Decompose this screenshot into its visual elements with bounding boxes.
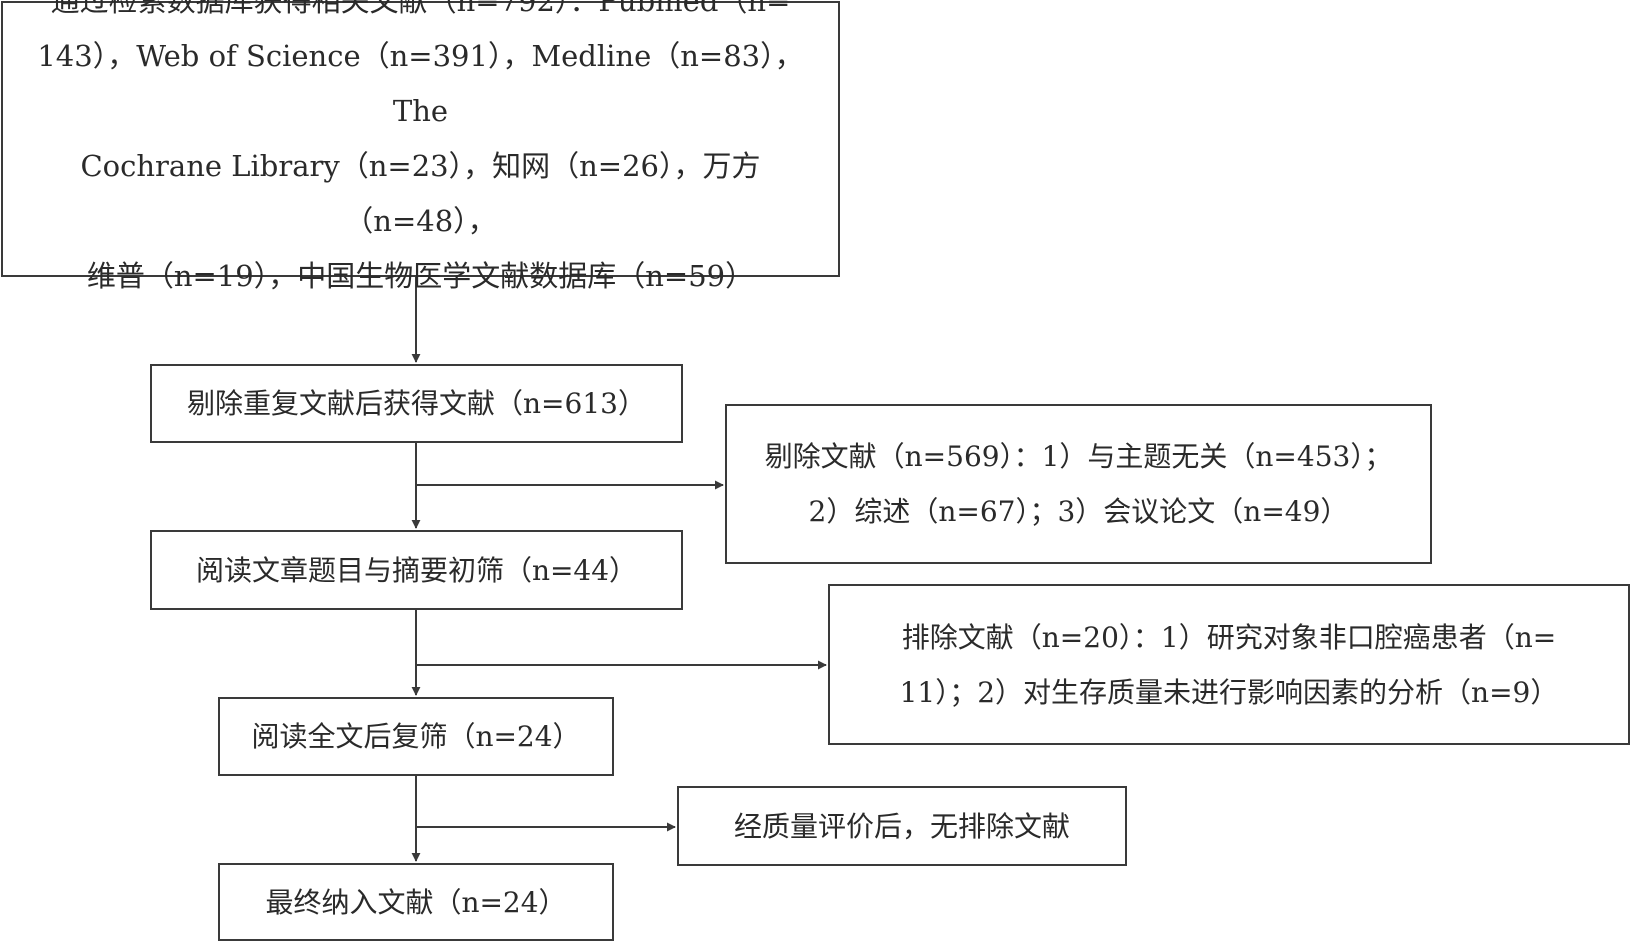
dedup-box: 剔除重复文献后获得文献（n=613） bbox=[150, 364, 683, 443]
search-line-3: Cochrane Library（n=23），知网（n=26），万方（n=48）… bbox=[80, 149, 761, 238]
final-label: 最终纳入文献（n=24） bbox=[265, 885, 567, 919]
exclusion2-line-1: 排除文献（n=20）：1）研究对象非口腔癌患者（n= bbox=[901, 620, 1557, 654]
screening-label: 阅读文章题目与摘要初筛（n=44） bbox=[195, 553, 638, 587]
search-line-1: 通过检索数据库获得相关文献（n=792）：Pubmed（n= bbox=[50, 0, 791, 18]
fulltext-review-box: 阅读全文后复筛（n=24） bbox=[218, 697, 614, 776]
exclusion1-line-2: 2）综述（n=67）；3）会议论文（n=49） bbox=[808, 495, 1349, 528]
exclusion-box-2: 排除文献（n=20）：1）研究对象非口腔癌患者（n= 11）；2）对生存质量未进… bbox=[828, 584, 1630, 745]
quality-label: 经质量评价后，无排除文献 bbox=[733, 809, 1070, 843]
final-included-box: 最终纳入文献（n=24） bbox=[218, 863, 614, 941]
exclusion2-line-2: 11）；2）对生存质量未进行影响因素的分析（n=9） bbox=[899, 675, 1559, 709]
screening-box: 阅读文章题目与摘要初筛（n=44） bbox=[150, 530, 683, 610]
dedup-label: 剔除重复文献后获得文献（n=613） bbox=[187, 387, 646, 420]
search-line-4: 维普（n=19），中国生物医学文献数据库（n=59） bbox=[86, 259, 755, 293]
exclusion-box-1: 剔除文献（n=569）：1）与主题无关（n=453）； 2）综述（n=67）；3… bbox=[725, 404, 1432, 564]
exclusion1-line-1: 剔除文献（n=569）：1）与主题无关（n=453）； bbox=[764, 440, 1393, 473]
search-line-2: 143），Web of Science（n=391），Medline（n=83）… bbox=[37, 39, 804, 128]
fulltext-label: 阅读全文后复筛（n=24） bbox=[251, 720, 581, 753]
search-results-box: 通过检索数据库获得相关文献（n=792）：Pubmed（n= 143），Web … bbox=[1, 0, 840, 293]
quality-assessment-box: 经质量评价后，无排除文献 bbox=[677, 786, 1127, 866]
